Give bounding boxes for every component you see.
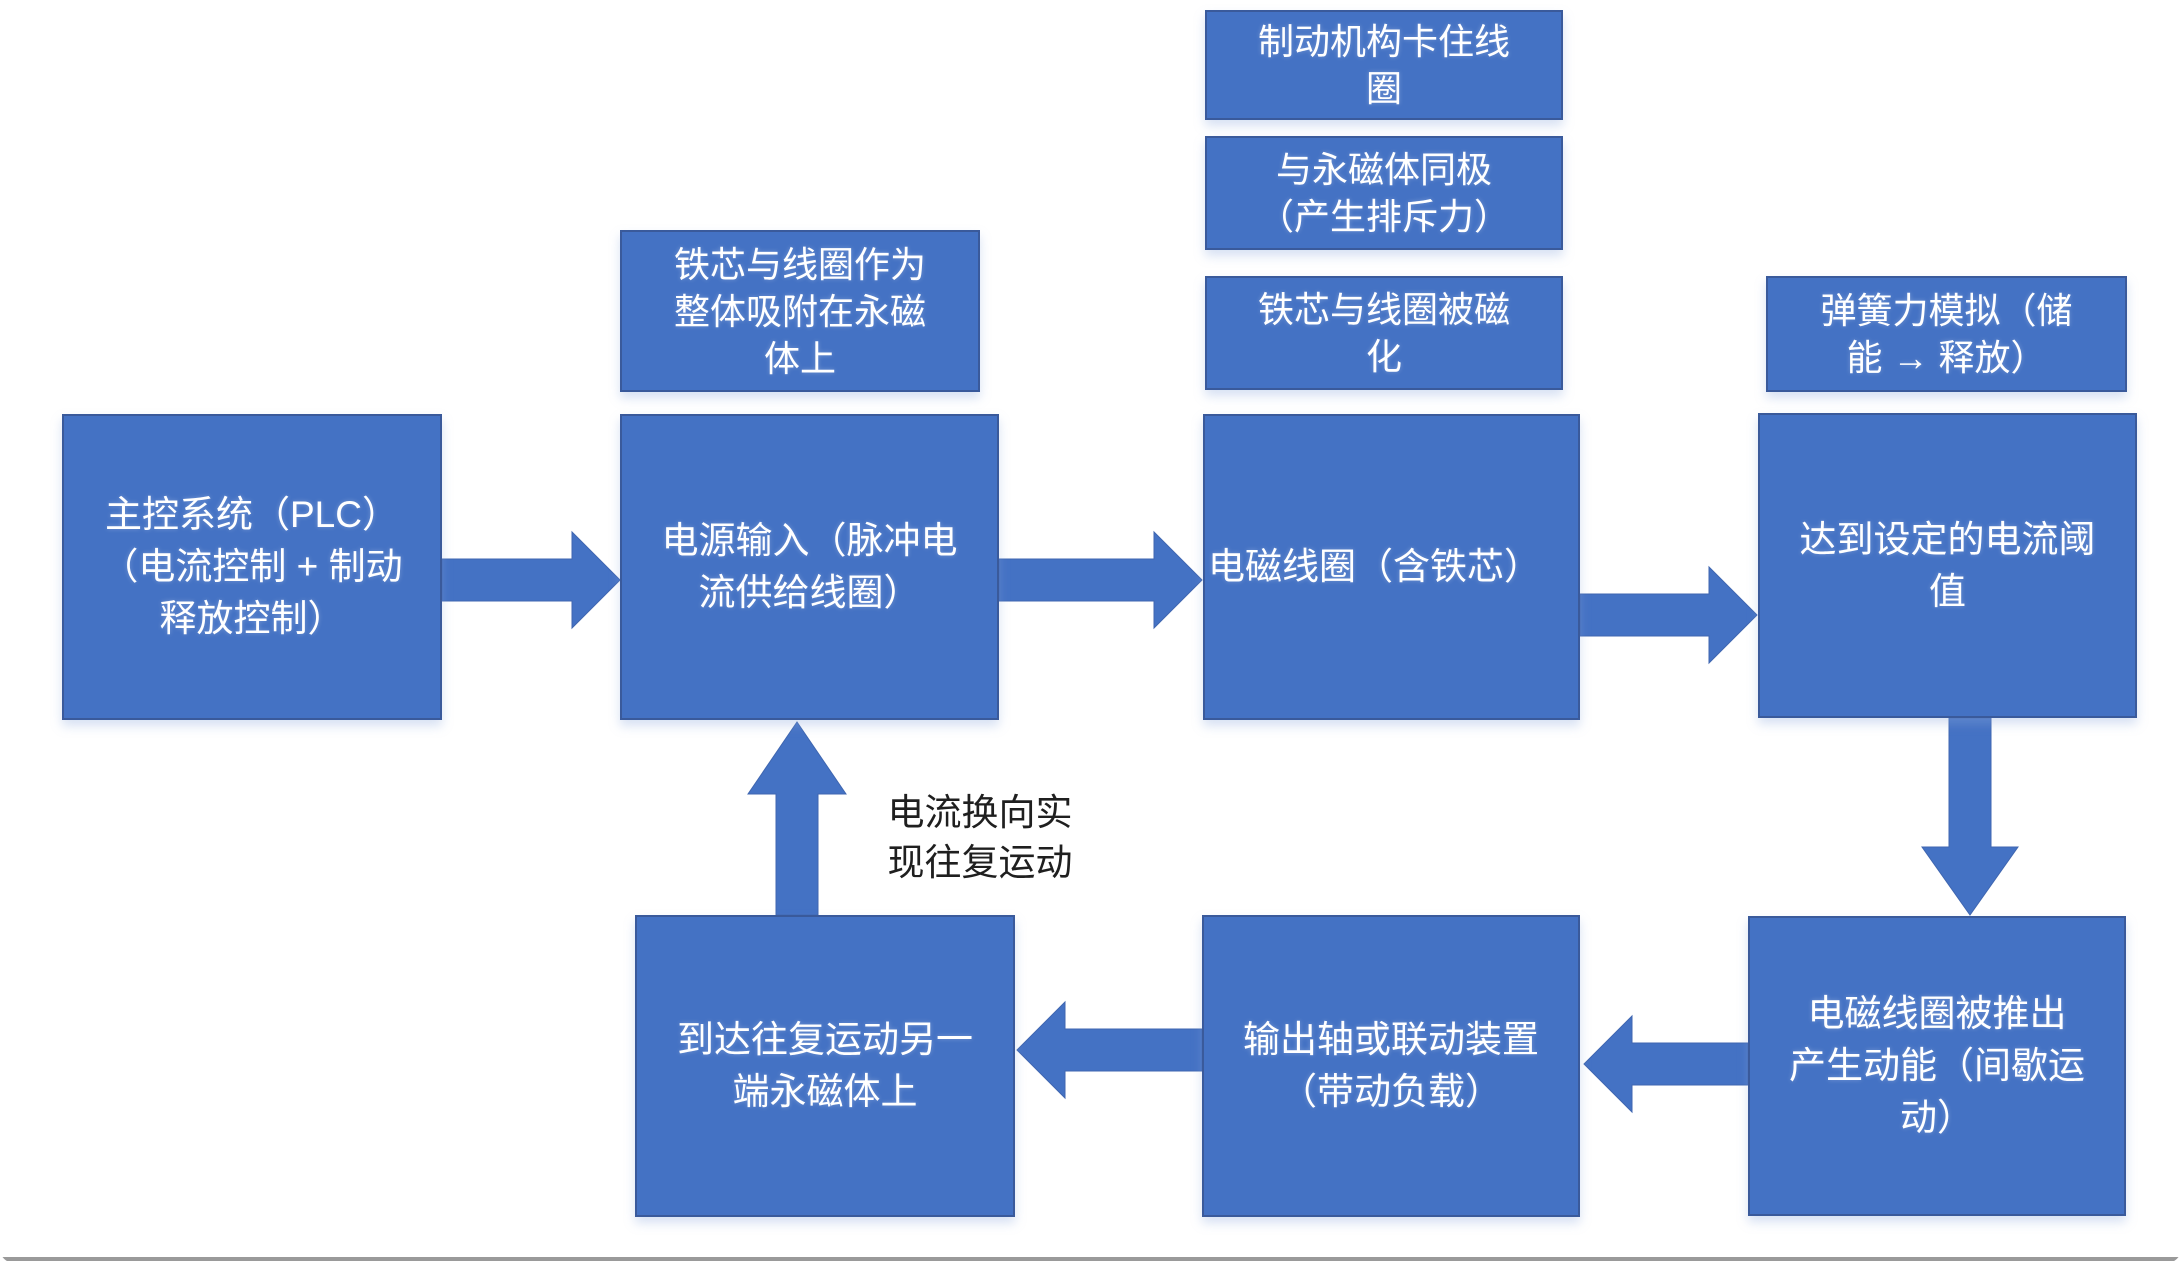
- arrow-threshold-to-pushed-out: [1921, 717, 2019, 916]
- arrow-coil-to-threshold: [1579, 565, 1758, 665]
- box-main-control-plc: 主控系统（PLC） （电流控制 + 制动 释放控制）: [62, 414, 442, 720]
- arrow-reach-end-to-power-input: [747, 721, 847, 916]
- box-power-input: 电源输入（脉冲电 流供给线圈）: [620, 414, 999, 720]
- arrow-output-shaft-to-reach-end: [1016, 1000, 1203, 1100]
- box-coil-pushed-out-kinetic: 电磁线圈被推出 产生动能（间歇运 动）: [1748, 916, 2126, 1216]
- note-brake-mechanism: 制动机构卡住线 圈: [1205, 10, 1563, 120]
- note-spring-force-simulation: 弹簧力模拟（储 能 → 释放）: [1766, 276, 2127, 392]
- arrow-pushed-out-to-output-shaft: [1583, 1014, 1749, 1114]
- box-electromagnetic-coil: 电磁线圈（含铁芯）: [1203, 414, 1580, 720]
- box-output-shaft-linkage: 输出轴或联动装置 （带动负载）: [1202, 915, 1580, 1217]
- note-core-coil-magnetized: 铁芯与线圈被磁 化: [1205, 276, 1563, 390]
- arrow-power-input-to-coil: [998, 530, 1203, 630]
- frame-bottom-edge: [0, 1257, 2181, 1261]
- label-current-reversal: 电流换向实 现往复运动: [887, 792, 1073, 883]
- box-current-threshold: 达到设定的电流阈 值: [1758, 413, 2137, 718]
- note-core-coil-attached-to-magnet: 铁芯与线圈作为 整体吸附在永磁 体上: [620, 230, 980, 392]
- box-reach-other-end-magnet: 到达往复运动另一 端永磁体上: [635, 915, 1015, 1217]
- note-same-polarity-repulsion: 与永磁体同极 （产生排斥力）: [1205, 136, 1563, 250]
- arrow-plc-to-power-input: [441, 530, 621, 630]
